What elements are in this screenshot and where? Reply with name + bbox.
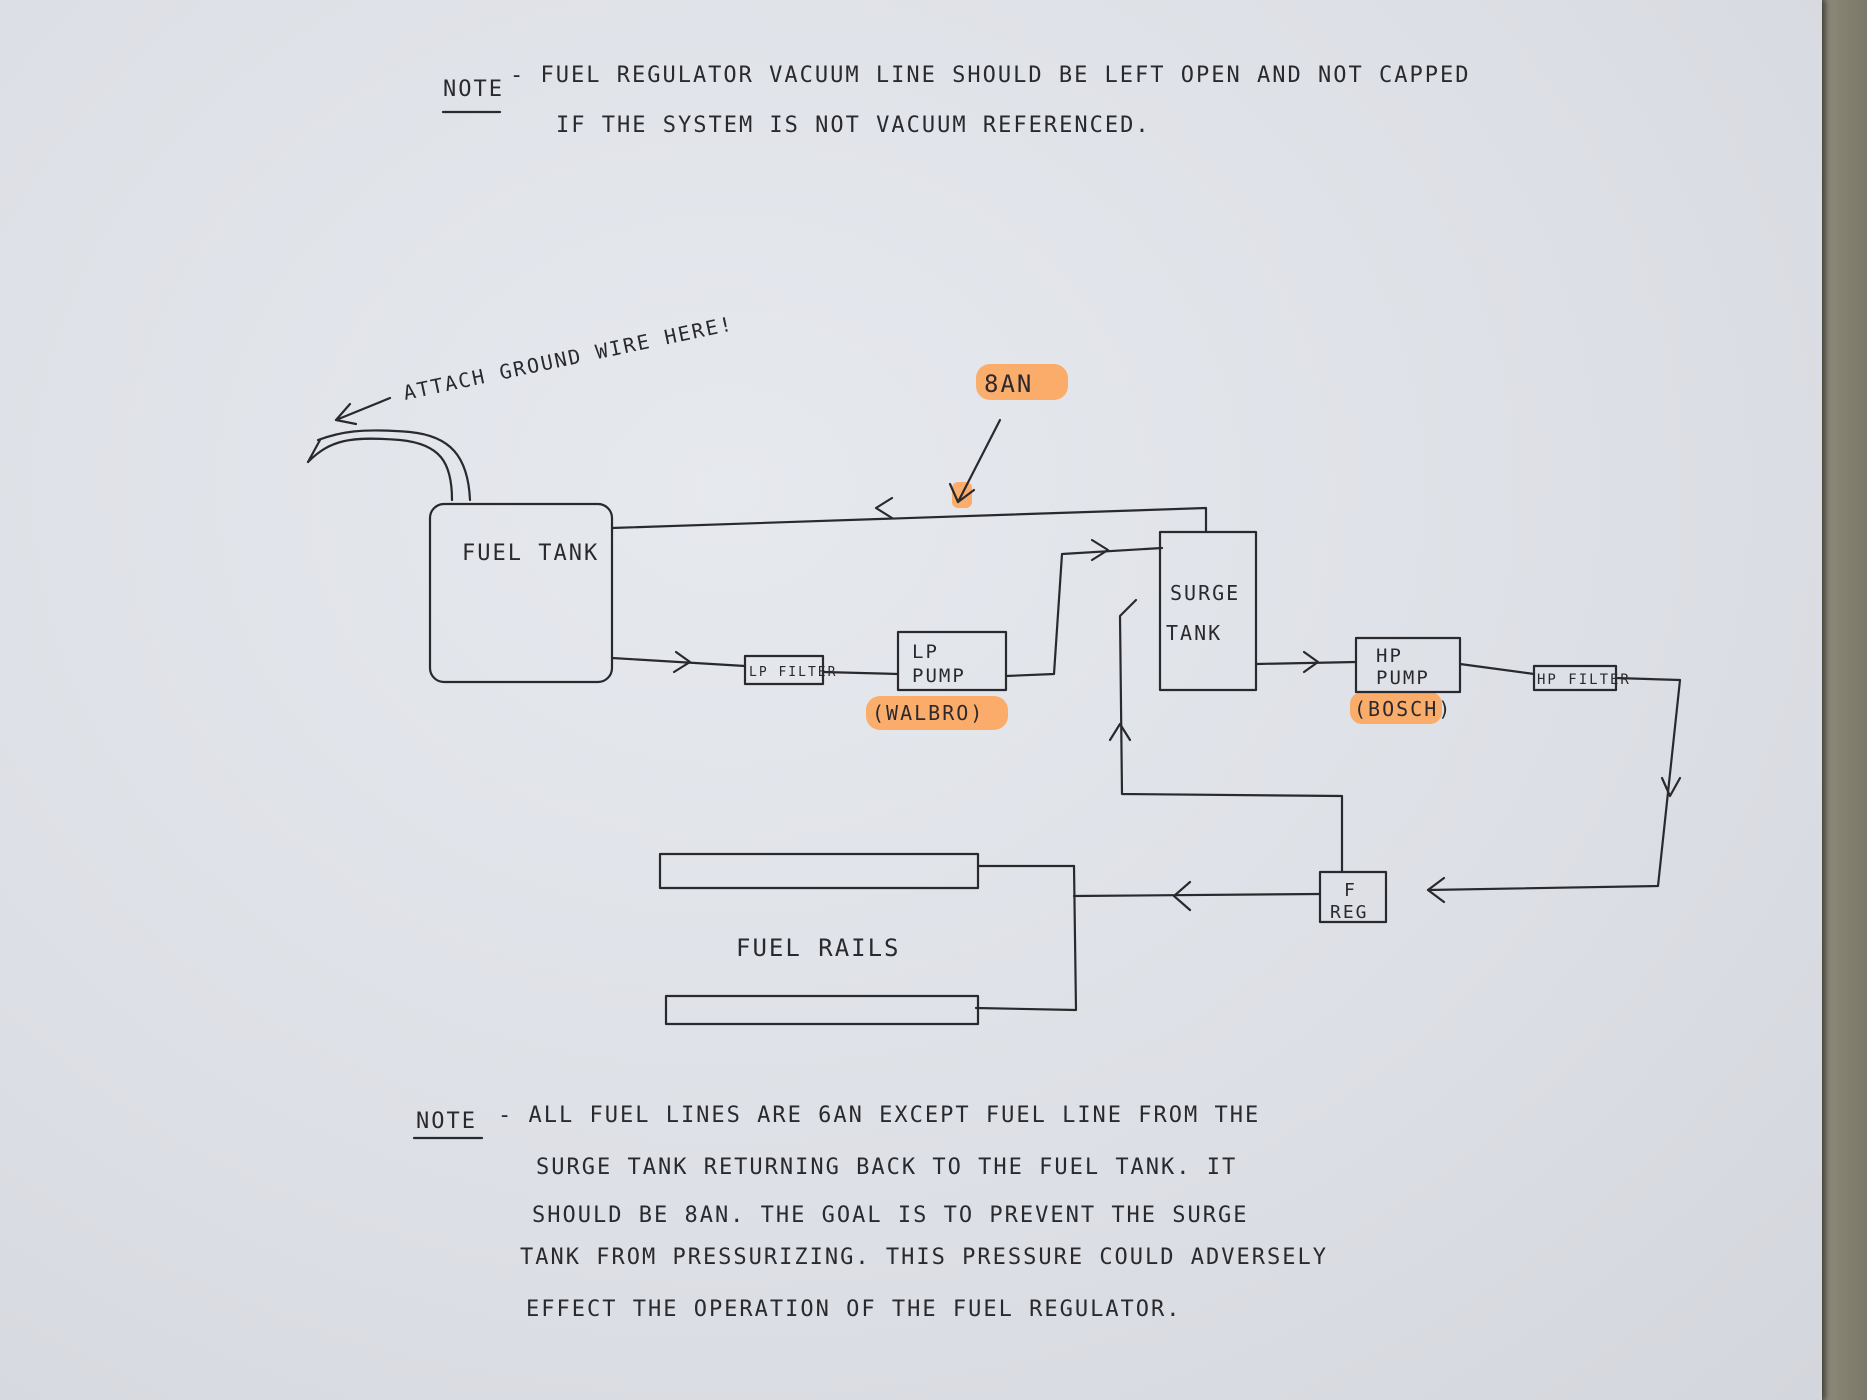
fuel-tank <box>428 502 614 684</box>
note-top-line1: - FUEL REGULATOR VACUUM LINE SHOULD BE L… <box>510 63 1470 88</box>
line-hp-filter-to-regulator <box>1426 676 1682 892</box>
lp-filter-label: LP FILTER <box>749 665 837 680</box>
note-bottom-line2: SURGE TANK RETURNING BACK TO THE FUEL TA… <box>536 1155 1237 1180</box>
lp-pump-label-1: LP <box>912 641 939 663</box>
fuel-rail-top <box>658 852 980 890</box>
hp-pump-label-2: PUMP <box>1376 667 1430 689</box>
fuel-rail-bottom <box>664 994 980 1026</box>
note-bottom-line4: TANK FROM PRESSURIZING. THIS PRESSURE CO… <box>520 1245 1328 1270</box>
note-bottom-line3: SHOULD BE 8AN. THE GOAL IS TO PREVENT TH… <box>532 1203 1249 1228</box>
note-bottom-line5: EFFECT THE OPERATION OF THE FUEL REGULAT… <box>526 1297 1182 1322</box>
fuel-rails-label: FUEL RAILS <box>736 934 901 962</box>
note-top-line2: IF THE SYSTEM IS NOT VACUUM REFERENCED. <box>556 113 1151 138</box>
line-lp-pump-to-surge <box>1004 546 1164 678</box>
line-size-pointer <box>956 418 1002 504</box>
line-regulator-return-to-surge <box>1118 598 1344 874</box>
line-surge-to-hp-pump-arrow <box>1302 650 1320 674</box>
fuel-regulator <box>1318 870 1388 924</box>
return-line-8an <box>610 506 1208 534</box>
hp-pump-brand: (BOSCH) <box>1354 697 1452 721</box>
ground-pointer-arrowhead <box>334 402 358 426</box>
ground-strap-end <box>306 438 322 464</box>
line-regulator-return-arrow <box>1108 722 1132 742</box>
ground-wire-note: ATTACH GROUND WIRE HERE! <box>401 311 736 405</box>
hp-pump-label-1: HP <box>1376 645 1403 667</box>
line-lp-pump-to-surge-arrow <box>1090 538 1110 562</box>
ground-strap-lower <box>306 437 454 502</box>
line-hp-pump-to-hp-filter <box>1458 662 1536 676</box>
lp-pump-brand: (WALBRO) <box>872 701 984 725</box>
highlight-8an <box>976 364 1068 400</box>
supply-line-arrow <box>672 650 692 674</box>
line-rails-feed <box>974 864 1078 1012</box>
highlight-walbro <box>866 696 1008 730</box>
ground-pointer-line <box>334 396 392 422</box>
line-regulator-to-rails-arrow <box>1172 880 1192 912</box>
line-to-regulator-arrow <box>1426 876 1446 904</box>
ground-strap-upper <box>316 429 472 502</box>
line-surge-to-hp-pump <box>1254 660 1358 666</box>
line-size-label: 8AN <box>984 370 1033 398</box>
line-size-arrowhead <box>948 482 976 504</box>
line-regulator-to-rails <box>1072 892 1322 898</box>
note-bottom-label: NOTE <box>416 1109 477 1134</box>
fuel-regulator-label-2: REG <box>1330 902 1369 923</box>
line-down-arrow <box>1660 776 1682 798</box>
fuel-regulator-label-1: F <box>1344 880 1357 901</box>
note-top-label: NOTE <box>443 77 504 102</box>
paper-edge-shadow <box>1822 0 1828 1400</box>
highlight-bosch <box>1350 692 1442 724</box>
surge-tank-label-1: SURGE <box>1170 581 1240 605</box>
note-bottom-line1: - ALL FUEL LINES ARE 6AN EXCEPT FUEL LIN… <box>498 1103 1260 1128</box>
line-filter-to-lp-pump <box>821 670 900 676</box>
lp-pump-label-2: PUMP <box>912 665 966 687</box>
return-line-arrow <box>874 496 894 520</box>
surge-tank-label-2: TANK <box>1166 621 1222 645</box>
fuel-tank-label: FUEL TANK <box>462 541 599 566</box>
lp-filter <box>743 654 825 686</box>
lp-pump <box>896 630 1008 692</box>
supply-line-tank-to-filter <box>610 656 747 668</box>
surge-tank <box>1158 530 1258 692</box>
hp-filter-label: HP FILTER <box>1537 672 1631 688</box>
